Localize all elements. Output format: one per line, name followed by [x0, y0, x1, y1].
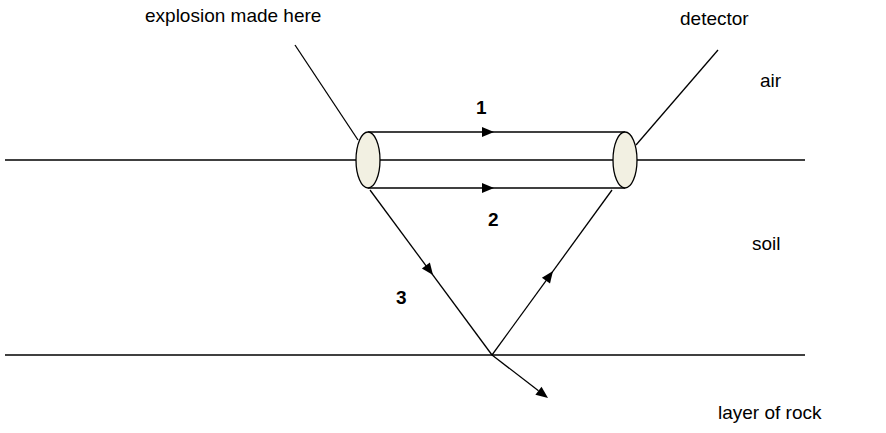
- rock-boundary: [5, 354, 805, 355]
- ray-line: [492, 190, 612, 355]
- medium-label: air: [760, 71, 781, 92]
- callout-number: 2: [488, 210, 499, 231]
- ray-line: [368, 187, 625, 188]
- arrowhead: [535, 387, 548, 398]
- callout-number: 3: [396, 288, 407, 309]
- leader-line: [295, 45, 358, 140]
- ray-line: [492, 355, 539, 391]
- arrowhead: [422, 262, 433, 275]
- arrowhead: [542, 271, 553, 284]
- ground-line: [5, 159, 805, 160]
- medium-label: layer of rock: [718, 403, 821, 424]
- ray-line: [368, 131, 625, 132]
- leader-label: detector: [680, 9, 749, 30]
- arrowhead: [482, 127, 494, 137]
- arrowhead: [482, 183, 494, 193]
- ray-line: [370, 190, 492, 355]
- leader-label: explosion made here: [145, 6, 321, 27]
- medium-label: soil: [752, 234, 781, 255]
- callout-number: 1: [476, 98, 487, 119]
- leader-line: [636, 50, 718, 145]
- source-ellipse: [356, 132, 380, 188]
- detector-ellipse: [613, 132, 637, 188]
